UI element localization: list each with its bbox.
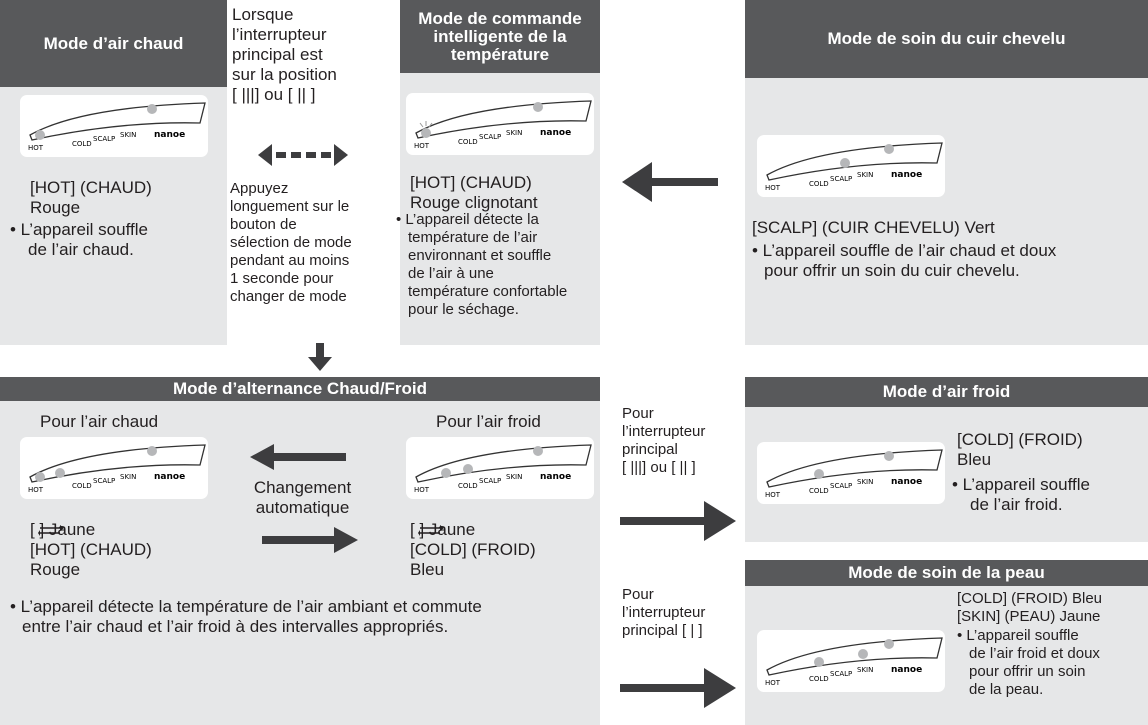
svg-text:nanoe: nanoe <box>891 170 922 180</box>
svg-text:SCALP: SCALP <box>830 670 852 678</box>
cold-mode-color: [COLD] (FROID) Bleu <box>957 430 1083 469</box>
alternate-cold-label: Pour l’air froid <box>436 412 541 431</box>
hot-mode-desc: • L’appareil souffle de l’air chaud. <box>10 220 148 259</box>
smart-mode-desc: • L’appareil détecte la température de l… <box>396 211 568 318</box>
alternate-mode-title: Mode d’alternance Chaud/Froid <box>0 377 600 401</box>
switch-skin-note: Pour l’interrupteur principal [ | ] <box>622 586 706 639</box>
svg-text:COLD: COLD <box>809 180 829 188</box>
svg-text:COLD: COLD <box>72 140 92 148</box>
svg-text:HOT: HOT <box>765 491 781 499</box>
svg-text:COLD: COLD <box>458 138 478 146</box>
svg-text:SCALP: SCALP <box>830 482 852 490</box>
switch-cold-note: Pour l’interrupteur principal [ |||] ou … <box>622 405 706 476</box>
svg-text:SKIN: SKIN <box>857 666 873 674</box>
svg-text:nanoe: nanoe <box>891 665 922 675</box>
svg-text:SCALP: SCALP <box>830 175 852 183</box>
svg-text:HOT: HOT <box>765 679 781 687</box>
cold-mode-desc: • L’appareil souffle de l’air froid. <box>952 475 1090 514</box>
alternate-mode-panel <box>0 377 600 725</box>
skin-mode-color: [COLD] (FROID) Bleu [SKIN] (PEAU) Jaune <box>957 590 1103 625</box>
svg-text:COLD: COLD <box>809 675 829 683</box>
svg-text:SKIN: SKIN <box>857 478 873 486</box>
svg-text:SCALP: SCALP <box>479 133 501 141</box>
svg-text:nanoe: nanoe <box>154 130 185 140</box>
alternate-hot-colors: [ ] Jaune [HOT] (CHAUD) Rouge <box>30 520 152 579</box>
cold-mode-display: HOT COLD SCALP SKIN nanoe <box>757 442 945 504</box>
svg-text:nanoe: nanoe <box>154 472 185 482</box>
scalp-mode-desc: • L’appareil souffle de l’air chaud et d… <box>752 241 1057 280</box>
scalp-mode-display: HOT COLD SCALP SKIN nanoe <box>757 135 945 197</box>
skin-mode-desc: • L’appareil souffle de l’air froid et d… <box>957 627 1100 698</box>
right-arrow-skin-icon <box>620 668 736 708</box>
svg-text:HOT: HOT <box>414 486 430 494</box>
svg-text:SKIN: SKIN <box>506 473 522 481</box>
scalp-mode-title: Mode de soin du cuir chevelu <box>745 0 1148 78</box>
svg-text:HOT: HOT <box>28 144 44 152</box>
svg-text:SKIN: SKIN <box>120 473 136 481</box>
svg-text:SCALP: SCALP <box>479 477 501 485</box>
svg-text:nanoe: nanoe <box>540 128 571 138</box>
alternate-mode-desc: • L’appareil détecte la température de l… <box>10 597 482 636</box>
svg-text:SKIN: SKIN <box>857 171 873 179</box>
smart-mode-title: Mode de commande intelligente de la temp… <box>400 0 600 73</box>
right-arrow-cold-icon <box>620 501 736 541</box>
left-arrow-icon <box>622 162 718 202</box>
hot-mode-title: Mode d’air chaud <box>0 0 227 87</box>
hot-mode-color: [HOT] (CHAUD) Rouge <box>30 178 152 217</box>
svg-text:nanoe: nanoe <box>891 477 922 487</box>
auto-right-arrow-icon <box>262 527 358 553</box>
auto-change-label: Changement automatique <box>253 478 352 517</box>
skin-mode-title: Mode de soin de la peau <box>745 560 1148 586</box>
svg-text:SKIN: SKIN <box>506 129 522 137</box>
alternate-hot-icon <box>38 525 64 536</box>
scalp-mode-color: [SCALP] (CUIR CHEVELU) Vert <box>752 218 995 237</box>
cold-mode-title: Mode d’air froid <box>745 377 1148 407</box>
alternate-cold-colors: [ ] Jaune [COLD] (FROID) Bleu <box>410 520 536 579</box>
down-arrow-icon <box>308 343 332 371</box>
svg-text:COLD: COLD <box>809 487 829 495</box>
auto-left-arrow-icon <box>250 444 346 470</box>
alternate-hot-display: HOT COLD SCALP SKIN nanoe <box>20 437 208 499</box>
alternate-cold-display: HOT COLD SCALP SKIN nanoe <box>406 437 594 499</box>
svg-text:HOT: HOT <box>414 142 430 150</box>
switch-position-note: Lorsque l’interrupteur principal est sur… <box>232 5 337 104</box>
press-mode-note: Appuyez longuement sur le bouton de séle… <box>230 180 352 305</box>
double-dashed-arrow-icon <box>258 144 348 166</box>
smart-mode-display: HOT COLD SCALP SKIN nanoe <box>406 93 594 155</box>
svg-text:SKIN: SKIN <box>120 131 136 139</box>
skin-mode-display: HOT COLD SCALP SKIN nanoe <box>757 630 945 692</box>
svg-text:COLD: COLD <box>458 482 478 490</box>
smart-mode-color: [HOT] (CHAUD) Rouge clignotant <box>410 173 538 212</box>
svg-text:COLD: COLD <box>72 482 92 490</box>
svg-text:SCALP: SCALP <box>93 135 115 143</box>
svg-text:HOT: HOT <box>765 184 781 192</box>
alternate-cold-icon <box>418 525 444 536</box>
hot-mode-display: HOT COLD SCALP SKIN nanoe <box>20 95 208 157</box>
alternate-hot-label: Pour l’air chaud <box>40 412 159 431</box>
svg-text:nanoe: nanoe <box>540 472 571 482</box>
svg-text:HOT: HOT <box>28 486 44 494</box>
svg-text:SCALP: SCALP <box>93 477 115 485</box>
